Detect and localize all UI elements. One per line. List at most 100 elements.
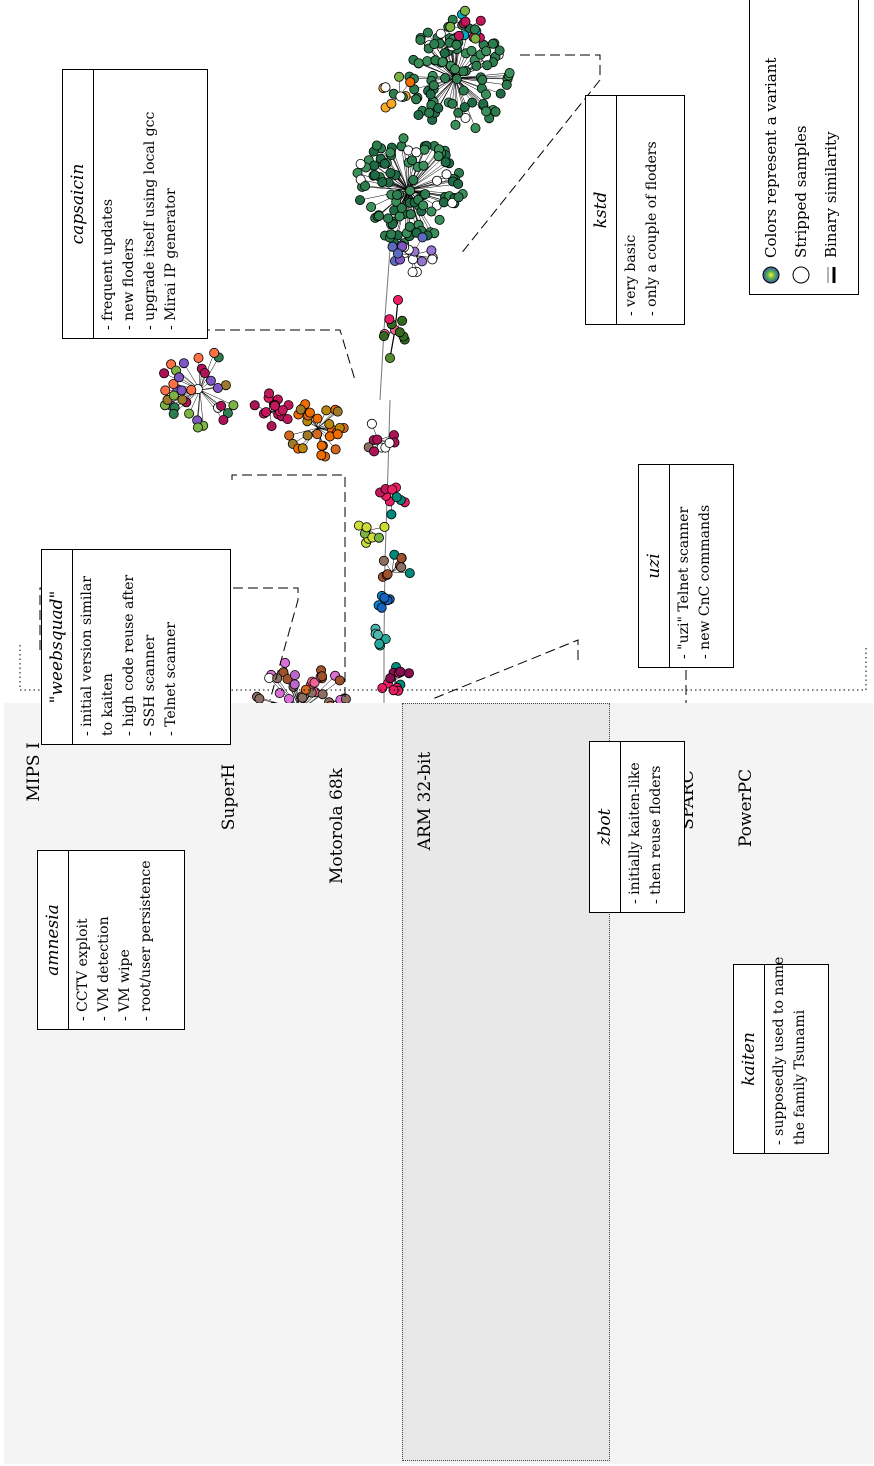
zbot-title: zbot [590, 742, 621, 912]
graph-node [373, 210, 384, 221]
graph-node [451, 39, 462, 50]
graph-node [302, 430, 313, 441]
weebsquad-items: - initial version similar to kaiten- hig… [79, 574, 179, 736]
graph-node [475, 15, 486, 26]
graph-node [316, 440, 327, 451]
graph-node [160, 385, 171, 396]
graph-node [385, 147, 396, 158]
legend-colors: Colors represent a variant [756, 6, 786, 284]
graph-node [282, 414, 293, 425]
graph-node [284, 430, 295, 441]
graph-node [416, 256, 427, 267]
graph-node [222, 408, 233, 419]
graph-node [504, 68, 515, 79]
amnesia-items: - CCTV exploit- VM detection- VM wipe- r… [75, 860, 154, 1021]
graph-node [173, 372, 184, 383]
graph-node [274, 688, 285, 699]
graph-node [309, 677, 320, 688]
graph-node [385, 673, 396, 684]
kstd-items: - very basic- only a couple of floders [623, 141, 660, 316]
legend-stripped: Stripped samples [786, 6, 816, 284]
graph-node [440, 157, 451, 168]
graph-node [397, 315, 408, 326]
graph-node [415, 35, 426, 46]
graph-node [495, 88, 506, 99]
graph-node [386, 509, 397, 520]
graph-node [427, 254, 438, 265]
graph-node [477, 74, 488, 85]
graph-node [501, 79, 512, 90]
graph-node [411, 94, 422, 105]
graph-node [426, 206, 437, 217]
graph-node [447, 98, 458, 109]
graph-node [426, 245, 437, 256]
graph-node [334, 675, 345, 686]
graph-node [490, 106, 501, 117]
graph-node [317, 689, 328, 700]
graph-node [378, 331, 389, 342]
graph-node [360, 180, 371, 191]
connector-capsaicin [179, 305, 356, 381]
graph-node [417, 232, 428, 243]
graph-node [332, 429, 343, 440]
graph-node [332, 406, 343, 417]
graph-node [453, 30, 464, 41]
graph-node [439, 48, 450, 59]
graph-node [383, 213, 394, 224]
legend-similarity-label: Binary similarity [822, 131, 840, 258]
graph-node [385, 167, 396, 178]
graph-node [312, 429, 323, 440]
graph-node [395, 666, 406, 677]
graph-node [372, 630, 383, 641]
graph-node [377, 683, 388, 694]
graph-node [413, 110, 424, 121]
arch-label-powerpc: PowerPC [736, 768, 756, 848]
graph-node [453, 107, 464, 118]
graph-node [330, 444, 341, 455]
graph-node [449, 64, 460, 75]
graph-node [396, 203, 407, 214]
graph-node [451, 74, 462, 85]
graph-node [392, 189, 403, 200]
graph-node [312, 413, 323, 424]
graph-node [177, 394, 188, 405]
graph-node [425, 89, 436, 100]
graph-node [392, 294, 403, 305]
graph-node [373, 532, 384, 543]
graph-node [422, 56, 433, 67]
graph-node [304, 407, 315, 418]
kaiten-items: - supposedly used to name the family Tsu… [771, 956, 808, 1145]
legend-stripped-label: Stripped samples [792, 125, 810, 258]
graph-node [440, 73, 451, 84]
connector-kstd [459, 54, 601, 256]
graph-node [413, 58, 424, 69]
graph-node [371, 140, 382, 151]
graph-node [316, 671, 327, 682]
graph-node [168, 378, 179, 389]
graph-node [355, 158, 366, 169]
graph-node [396, 553, 407, 564]
graph-node [458, 66, 469, 77]
graph-node [324, 419, 335, 430]
legend-similarity: Binary similarity [816, 6, 846, 284]
arch-label-superh: SuperH [219, 763, 239, 831]
graph-node [269, 400, 280, 411]
uzi-items: - "uzi" Telnet scanner- new CnC commands [676, 504, 713, 659]
graph-node [289, 679, 300, 690]
graph-node [192, 422, 203, 433]
graph-node [297, 443, 308, 454]
arch-label-arm: ARM 32-bit [415, 751, 435, 851]
annotation-kaiten: kaiten - supposedly used to name the fam… [733, 956, 829, 1154]
graph-node [380, 82, 391, 93]
graph-node [193, 352, 204, 363]
graph-node [433, 103, 444, 114]
graph-node [228, 400, 239, 411]
graph-node [431, 175, 442, 186]
annotation-kstd: kstd - very basic- only a couple of flod… [585, 95, 685, 325]
graph-node [429, 39, 440, 50]
graph-node [366, 201, 377, 212]
graph-node [394, 71, 405, 82]
connector-uzi-2 [429, 639, 579, 701]
graph-node [199, 368, 210, 379]
graph-node [441, 169, 452, 180]
